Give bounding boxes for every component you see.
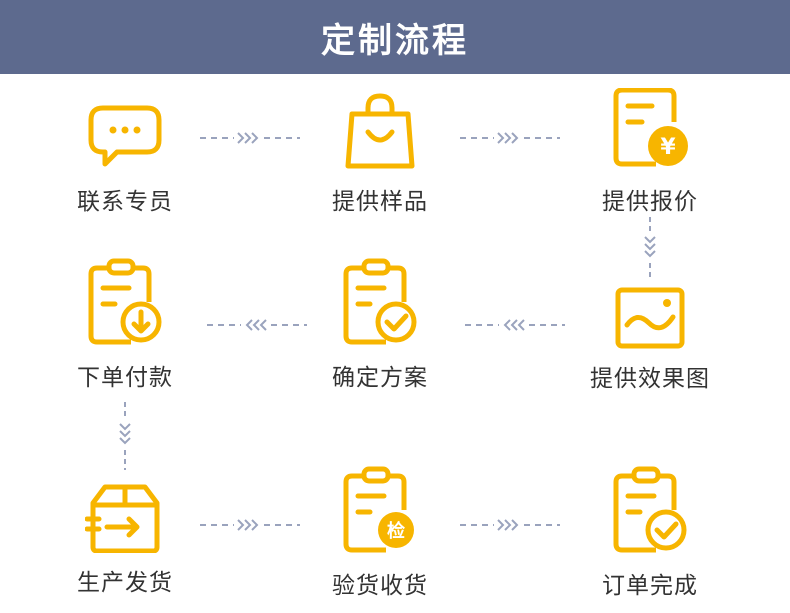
- connector-arrow-left: [465, 319, 565, 331]
- step-provide-rendering: 提供效果图: [550, 287, 750, 393]
- header-banner: 定制流程: [0, 0, 790, 74]
- clipboard-complete-icon: [613, 466, 687, 553]
- step-label: 提供报价: [602, 189, 698, 215]
- connector-arrow-down: [644, 217, 656, 281]
- step-label: 订单完成: [602, 573, 698, 599]
- clipboard-download-icon: [88, 258, 162, 345]
- price-document-icon: ¥: [613, 88, 688, 167]
- step-label: 确定方案: [332, 365, 428, 391]
- shopping-bag-icon: [345, 93, 415, 169]
- step-label: 提供效果图: [590, 366, 710, 392]
- image-icon: [615, 287, 685, 349]
- connector-arrow-left: [207, 319, 307, 331]
- step-label: 联系专员: [77, 189, 173, 215]
- step-place-order-payment: 下单付款: [25, 258, 225, 392]
- step-confirm-plan: 确定方案: [280, 258, 480, 392]
- step-contact-specialist: 联系专员: [25, 102, 225, 216]
- step-production-shipping: 生产发货: [25, 483, 225, 597]
- step-label: 下单付款: [77, 365, 173, 391]
- connector-arrow-down: [119, 402, 131, 470]
- clipboard-check-icon: [343, 258, 417, 345]
- chat-bubble-icon: [88, 105, 162, 167]
- step-label: 验货收货: [332, 573, 428, 599]
- connector-arrow-right: [200, 132, 300, 144]
- step-inspect-receive: 检 验货收货: [280, 466, 480, 600]
- connector-arrow-right: [200, 519, 300, 531]
- step-label: 生产发货: [77, 570, 173, 596]
- step-label: 提供样品: [332, 189, 428, 215]
- connector-arrow-right: [460, 519, 560, 531]
- page-title: 定制流程: [321, 20, 469, 61]
- step-provide-sample: 提供样品: [280, 92, 480, 216]
- delivery-box-icon: [85, 484, 160, 553]
- connector-arrow-right: [460, 132, 560, 144]
- step-provide-quote: ¥ 提供报价: [550, 88, 750, 216]
- step-order-complete: 订单完成: [550, 466, 750, 600]
- inspect-badge-text: 检: [387, 520, 405, 542]
- clipboard-inspect-icon: 检: [343, 466, 414, 553]
- svg-text:¥: ¥: [660, 135, 676, 160]
